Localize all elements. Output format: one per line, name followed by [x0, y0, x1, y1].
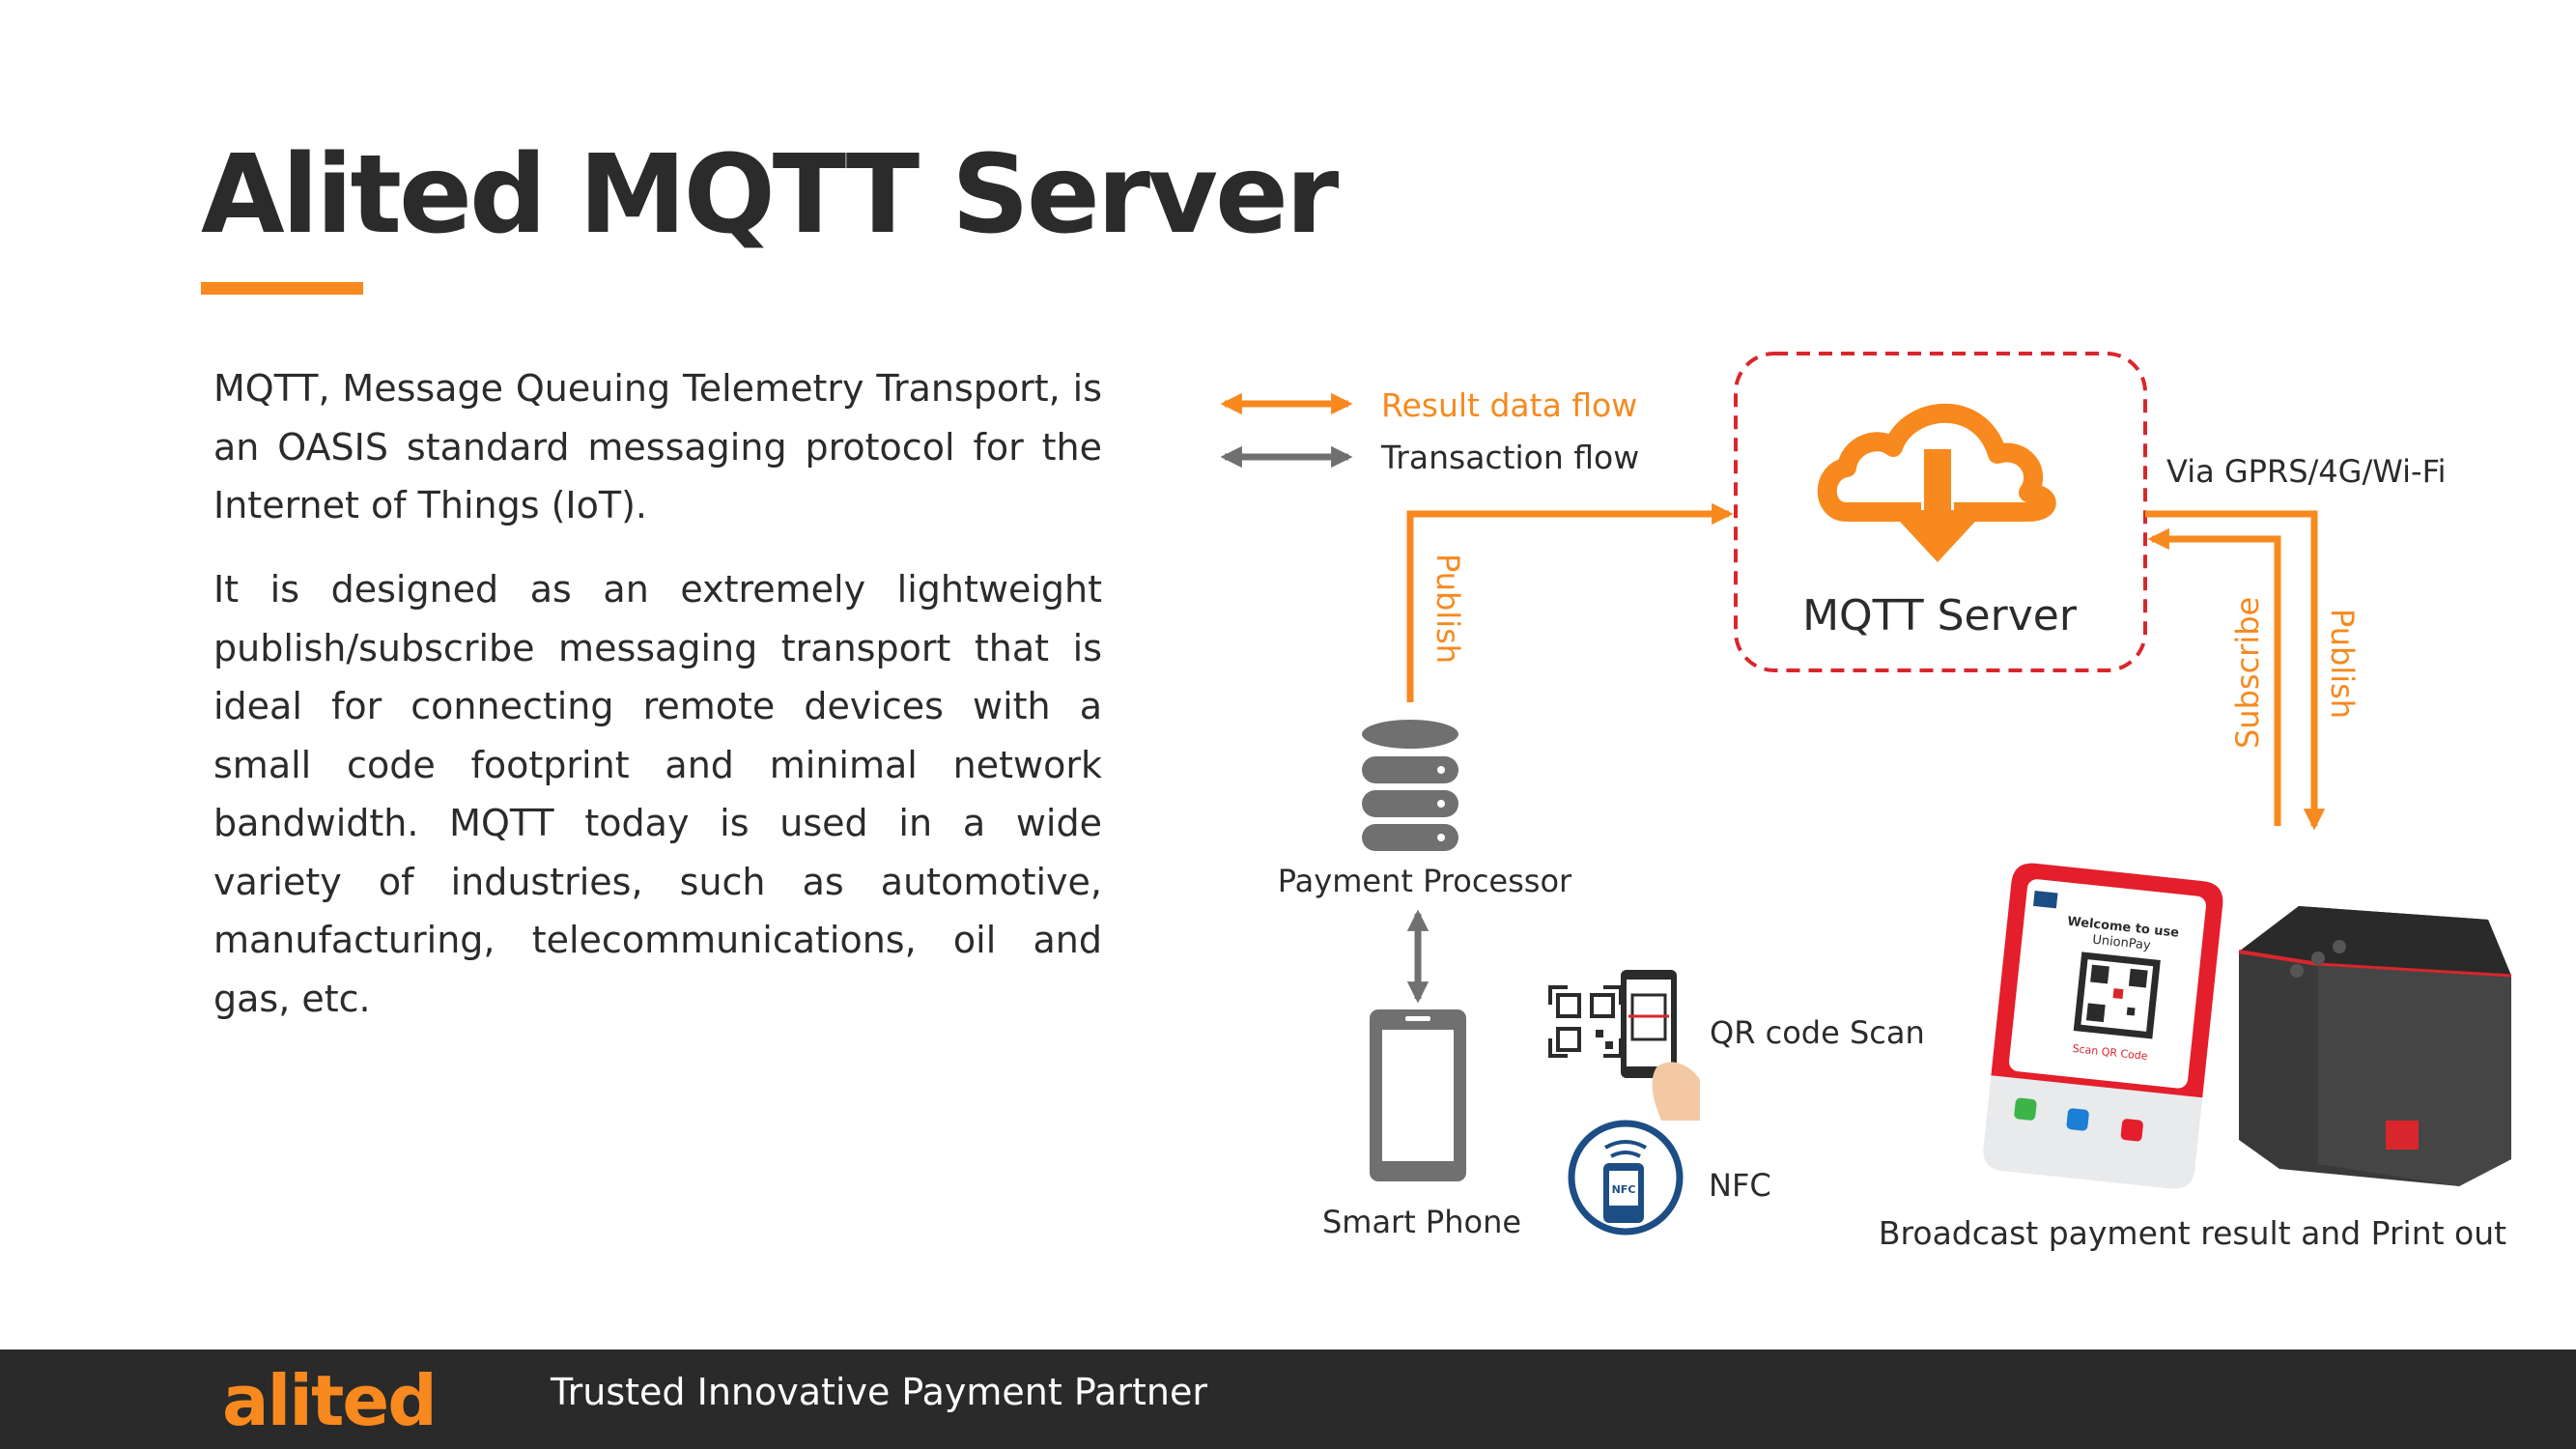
subscribe-label: Subscribe [2229, 597, 2266, 749]
smart-phone-label: Smart Phone [1322, 1204, 1521, 1240]
device-screen-line2: UnionPay [2092, 933, 2152, 953]
result-flow-legend-label: Result data flow [1381, 386, 1637, 424]
page-title: Alited MQTT Server [201, 132, 1339, 258]
cloud-download-icon [1817, 403, 2056, 562]
publish-arrow-processor [1406, 502, 1734, 702]
publish-arrow-devices [2145, 510, 2326, 831]
qr-scan-label: QR code Scan [1710, 1014, 1925, 1051]
payment-processor-label: Payment Processor [1278, 863, 1572, 899]
smartphone-icon [1370, 1009, 1466, 1181]
qr-scan-icon [1548, 970, 1700, 1121]
database-icon [1362, 720, 1458, 851]
subscribe-arrow [2147, 527, 2281, 826]
transaction-flow-legend-label: Transaction flow [1380, 439, 1639, 476]
description-paragraph: It is designed as an extremely lightweig… [213, 568, 1102, 1020]
mqtt-server-label: MQTT Server [1802, 591, 2078, 640]
footer-bar: alited Trusted Innovative Payment Partne… [0, 1350, 2576, 1449]
mqtt-flow-diagram: Result data flow Transaction flow MQTT S… [1220, 352, 2512, 1252]
publish-label-left: Publish [1430, 554, 1466, 664]
broadcast-label: Broadcast payment result and Print out [1879, 1214, 2506, 1252]
footer-logo: alited [222, 1360, 438, 1441]
nfc-badge-text: NFC [1612, 1183, 1636, 1196]
intro-paragraph: MQTT, Message Queuing Telemetry Transpor… [213, 367, 1102, 526]
qr-payment-device: Welcome to use UnionPay Scan QR Code [1983, 863, 2223, 1189]
nfc-label: NFC [1709, 1167, 1771, 1204]
publish-label-right: Publish [2324, 609, 2361, 719]
nfc-icon: NFC [1568, 1120, 1684, 1236]
alited-logo: alited [222, 1360, 436, 1441]
receipt-printer [2238, 906, 2512, 1186]
footer-tagline: Trusted Innovative Payment Partner [551, 1371, 1207, 1413]
connection-label: Via GPRS/4G/Wi-Fi [2166, 453, 2447, 490]
title-underline [201, 282, 363, 295]
